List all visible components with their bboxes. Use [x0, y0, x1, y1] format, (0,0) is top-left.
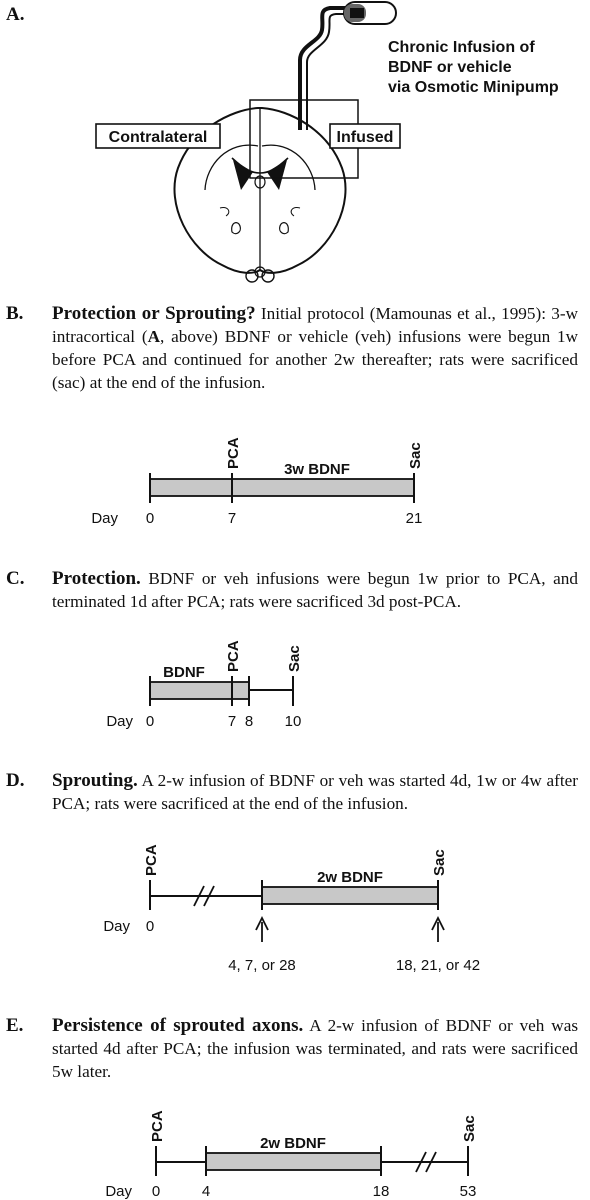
timeline-e-tick-0: 0 [152, 1183, 160, 1200]
timeline-c: PCA Sac BDNF Day 0 7 8 10 [106, 640, 303, 730]
brain-outline [173, 107, 347, 274]
timeline-e: PCA Sac 2w BDNF Day 0 4 18 53 [105, 1110, 478, 1200]
timeline-d-sac: Sac [431, 849, 448, 876]
timeline-e-day: Day [105, 1183, 132, 1200]
infusion-caption-line-3: via Osmotic Minipump [388, 79, 559, 96]
cannula-tube [298, 6, 346, 130]
infusion-caption-line-1: Chronic Infusion of [388, 39, 535, 56]
panel-e-title: Persistence of sprouted axons. [52, 1015, 304, 1036]
timeline-e-bar-label: 2w BDNF [260, 1135, 326, 1152]
timeline-b-day: Day [91, 510, 118, 527]
timeline-d: PCA Sac 2w BDNF Day 0 4, 7, or 28 18, 21… [103, 844, 480, 974]
timeline-e-tick-53: 53 [460, 1183, 477, 1200]
brain-section-diagram: Contralateral Infused Chronic Infusion o… [95, 1, 559, 283]
contralateral-label: Contralateral [109, 129, 208, 146]
panel-d-label: D. [6, 770, 25, 791]
timeline-d-start-options: 4, 7, or 28 [228, 957, 296, 974]
timeline-b-sac: Sac [407, 442, 424, 469]
timeline-d-tick-0: 0 [146, 918, 154, 935]
timeline-b-bar-label: 3w BDNF [284, 461, 350, 478]
timeline-c-tick-7: 7 [228, 713, 236, 730]
timeline-d-end-arrow-icon [431, 915, 445, 942]
timeline-c-bar [149, 681, 250, 700]
timeline-e-pca: PCA [149, 1110, 166, 1142]
panel-b-text: Protection or Sprouting? Initial protoco… [52, 303, 578, 392]
infusion-caption-line-2: BDNF or vehicle [388, 59, 512, 76]
timeline-d-break [193, 885, 205, 907]
osmotic-minipump-icon [343, 1, 397, 25]
timeline-c-day: Day [106, 713, 133, 730]
panel-d-text: Sprouting. A 2-w infusion of BDNF or veh… [52, 770, 578, 813]
timeline-d-day: Day [103, 918, 130, 935]
timeline-e-sac: Sac [461, 1115, 478, 1142]
timeline-d-start-arrow-icon [255, 915, 269, 942]
panel-d-title: Sprouting. [52, 770, 138, 791]
timeline-c-pca: PCA [225, 640, 242, 672]
timeline-c-sac: Sac [286, 645, 303, 672]
timeline-c-tick-8: 8 [245, 713, 253, 730]
infused-box [329, 123, 401, 149]
timeline-b-tick-21: 21 [406, 510, 423, 527]
panel-e-text: Persistence of sprouted axons. A 2-w inf… [52, 1015, 579, 1081]
timeline-b-tick-7: 7 [228, 510, 236, 527]
panel-a-label: A. [6, 4, 25, 25]
panel-b-label: B. [6, 303, 24, 324]
timeline-b-pca: PCA [225, 437, 242, 469]
timeline-c-tick-0: 0 [146, 713, 154, 730]
timeline-e-tick-4: 4 [202, 1183, 210, 1200]
panel-b-title: Protection or Sprouting? [52, 303, 256, 324]
contralateral-box [95, 123, 221, 149]
timeline-b: PCA Sac 3w BDNF Day 0 7 21 [91, 437, 424, 527]
timeline-e-bar [205, 1152, 382, 1171]
timeline-d-end-options: 18, 21, or 42 [396, 957, 480, 974]
timeline-d-bar [261, 886, 439, 905]
timeline-d-pca: PCA [143, 844, 160, 876]
timeline-c-bar-label: BDNF [163, 664, 205, 681]
timeline-b-tick-0: 0 [146, 510, 154, 527]
panel-c-title: Protection. [52, 568, 141, 589]
timeline-b-bar [149, 478, 415, 497]
panel-c-label: C. [6, 568, 25, 589]
panel-e-label: E. [6, 1015, 24, 1036]
timeline-d-bar-label: 2w BDNF [317, 869, 383, 886]
timeline-e-break [415, 1151, 427, 1173]
timeline-e-tick-18: 18 [373, 1183, 390, 1200]
panel-c-text: Protection. BDNF or veh infusions were b… [52, 568, 578, 611]
infused-label: Infused [337, 129, 394, 146]
timeline-c-tick-10: 10 [285, 713, 302, 730]
